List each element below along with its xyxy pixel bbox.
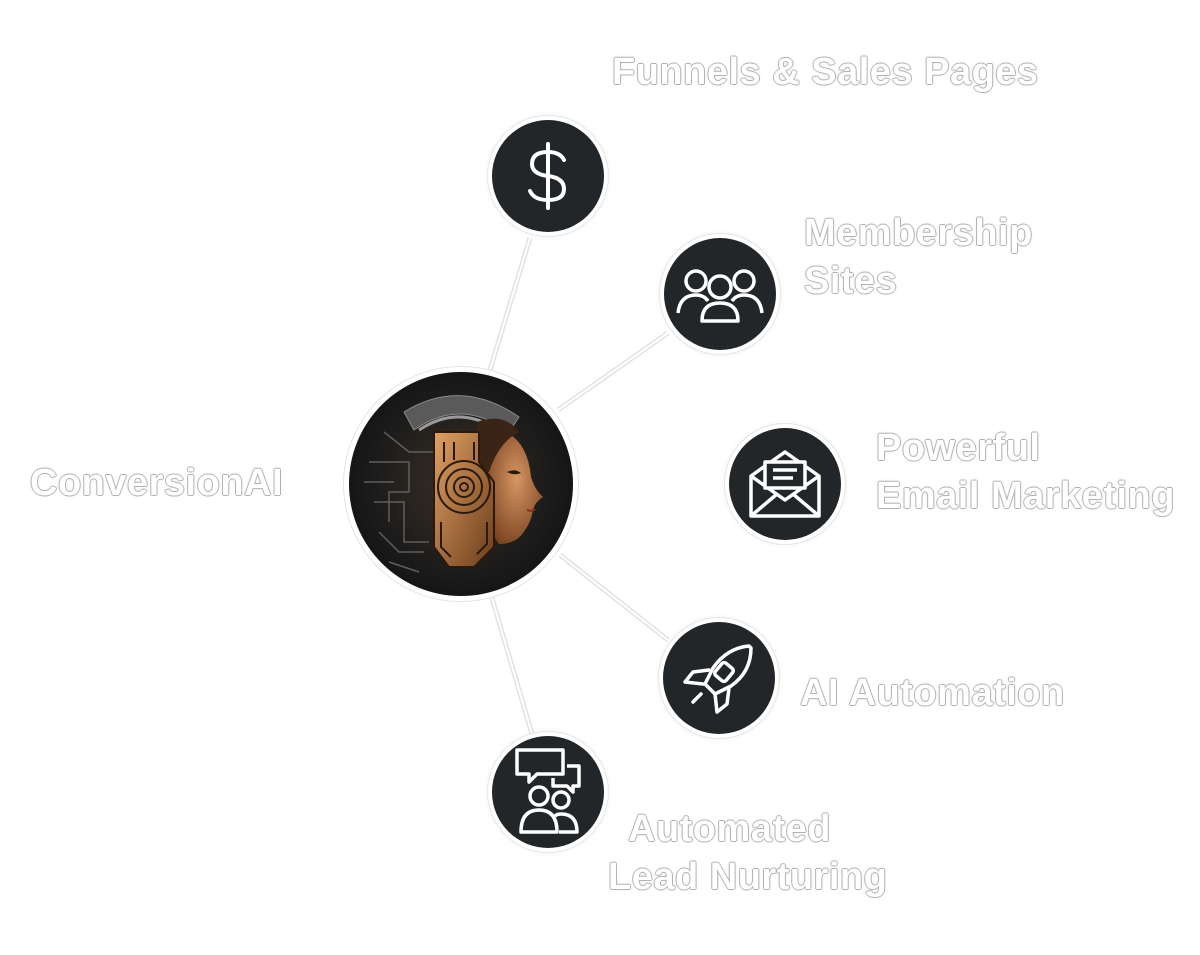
chat-users-icon [515, 748, 581, 834]
dollar-icon [528, 142, 566, 210]
feature-label-lead: Automated Lead Nurturing [608, 805, 887, 901]
feature-label-line: Powerful [876, 427, 1041, 469]
feature-label-membership: Membership Sites [804, 209, 1033, 305]
feature-node-membership [664, 238, 776, 350]
feature-label-line: Sites [804, 260, 898, 302]
feature-label-line: Funnels & Sales Pages [612, 51, 1039, 93]
feature-label-automation: AI Automation [800, 669, 1065, 717]
feature-node-lead [492, 736, 604, 848]
feature-label-line: Email Marketing [876, 475, 1175, 517]
feature-node-automation [663, 622, 775, 734]
rocket-icon [683, 644, 753, 714]
group-icon [676, 269, 764, 323]
envelope-icon [749, 450, 821, 518]
feature-label-line: Membership [804, 212, 1033, 254]
feature-label-email: Powerful Email Marketing [876, 424, 1175, 520]
ai-portrait-image [349, 372, 573, 596]
feature-node-funnels [492, 120, 604, 232]
feature-label-funnels: Funnels & Sales Pages [612, 48, 1039, 96]
hub-label-text: ConversionAI [30, 462, 284, 504]
feature-label-line: AI Automation [800, 672, 1065, 714]
hub-ai-portrait [349, 372, 573, 596]
feature-node-email [729, 428, 841, 540]
hub-label: ConversionAI [30, 459, 283, 507]
feature-label-line: Lead Nurturing [608, 856, 888, 898]
feature-label-line: Automated [628, 808, 831, 850]
